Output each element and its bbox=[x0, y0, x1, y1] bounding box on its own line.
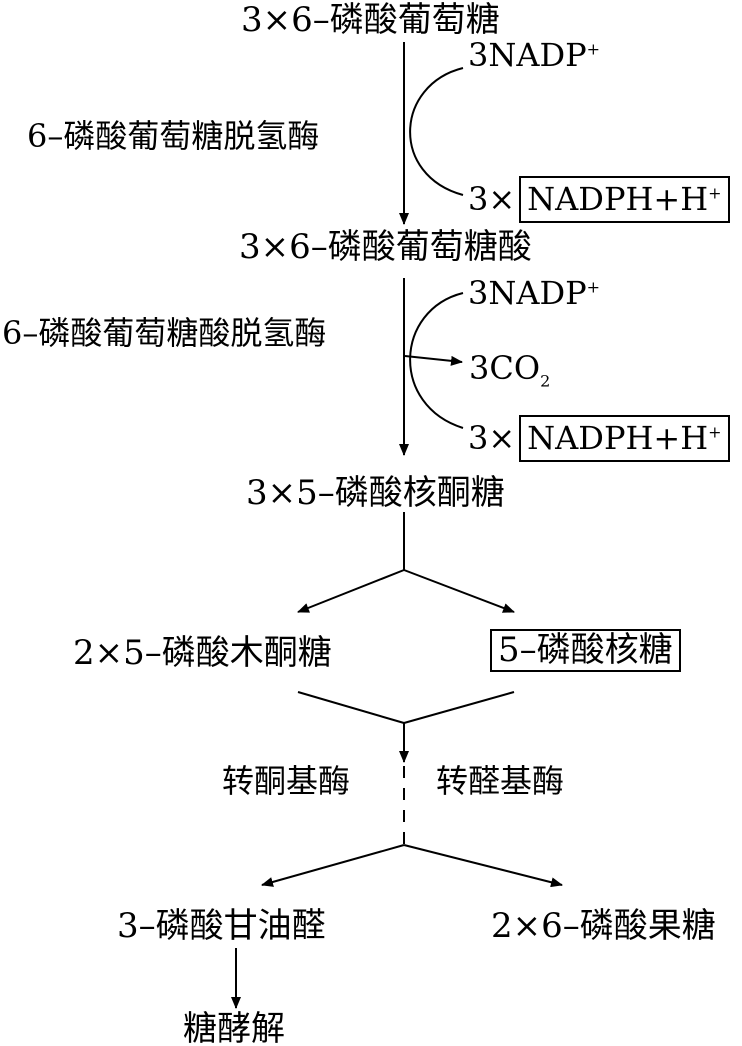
cofactor-co2: 3CO2 bbox=[469, 349, 551, 391]
curve-nadp-to-nadph-2 bbox=[409, 292, 464, 429]
metabolite-ribose-5-phosphate-boxed: 5–磷酸核糖 bbox=[490, 629, 681, 672]
enzyme-transaldolase: 转醛基酶 bbox=[436, 762, 565, 800]
arrow-to-f6p bbox=[403, 844, 563, 888]
curve-nadp-to-nadph-1 bbox=[409, 67, 464, 196]
enzyme-transketolase: 转酮基酶 bbox=[222, 762, 351, 800]
cofactor-nadph-2: 3×NADPH+H+ bbox=[468, 415, 730, 462]
metabolite-xylulose-5-phosphate: 2×5–磷酸木酮糖 bbox=[73, 633, 332, 673]
metabolite-ribulose-5-phosphate: 3×5–磷酸核酮糖 bbox=[246, 473, 505, 513]
arrow-to-co2 bbox=[404, 355, 463, 366]
label-glycolysis: 糖酵解 bbox=[183, 1009, 285, 1046]
enzyme-g6p-dehydrogenase: 6–磷酸葡萄糖脱氢酶 bbox=[27, 117, 320, 155]
line-merge-right bbox=[403, 691, 515, 724]
line-merge-left bbox=[297, 691, 405, 724]
cofactor-nadp-2: 3NADP+ bbox=[468, 274, 601, 312]
cofactor-nadp-1: 3NADP+ bbox=[468, 36, 601, 74]
arrow-to-xu5p bbox=[297, 569, 405, 613]
metabolite-glyceraldehyde-3-phosphate: 3–磷酸甘油醛 bbox=[117, 906, 326, 946]
cofactor-nadph-1: 3×NADPH+H+ bbox=[468, 176, 730, 223]
arrow-to-r5p bbox=[403, 569, 515, 613]
arrow-to-g3p bbox=[261, 844, 405, 887]
metabolite-fructose-6-phosphate: 2×6–磷酸果糖 bbox=[491, 906, 716, 946]
enzyme-6-phosphogluconate-dehydrogenase: 6–磷酸葡萄糖酸脱氢酶 bbox=[2, 314, 327, 352]
metabolite-6-phosphogluconate: 3×6–磷酸葡萄糖酸 bbox=[239, 227, 532, 267]
metabolite-glucose-6-phosphate: 3×6–磷酸葡萄糖 bbox=[241, 0, 500, 40]
